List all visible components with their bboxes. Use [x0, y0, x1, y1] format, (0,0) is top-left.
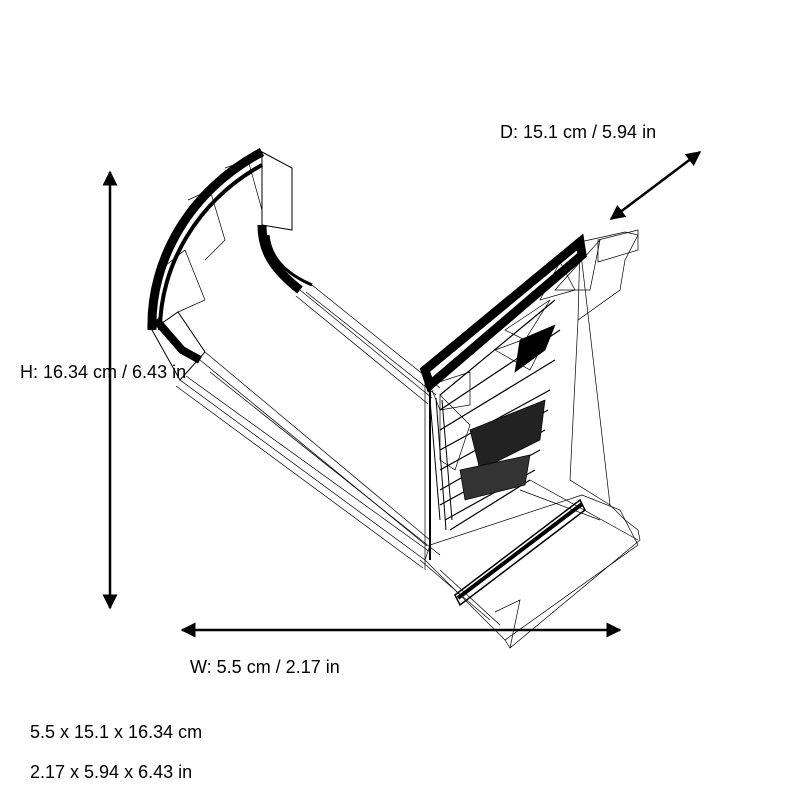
- back-plate: [419, 229, 639, 570]
- wireframe-model: [147, 148, 641, 649]
- dimension-arrows: [102, 151, 702, 638]
- hook-curve: [147, 148, 313, 381]
- height-label: H: 16.34 cm / 6.43 in: [20, 362, 187, 382]
- depth-arrow: [609, 151, 702, 220]
- summary-in: 2.17 x 5.94 x 6.43 in: [30, 762, 193, 782]
- arm-edges: [175, 284, 441, 569]
- width-label: W: 5.5 cm / 2.17 in: [190, 657, 340, 677]
- base-plate: [419, 479, 641, 649]
- depth-label: D: 15.1 cm / 5.94 in: [500, 122, 657, 142]
- summary-cm: 5.5 x 15.1 x 16.34 cm: [30, 722, 203, 742]
